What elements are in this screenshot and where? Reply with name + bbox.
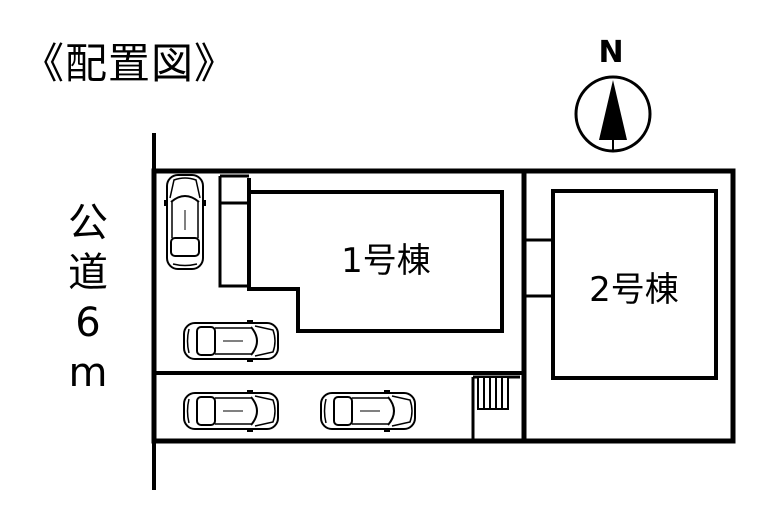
car-icon-2: [183, 389, 279, 433]
road-label-char-3: 6: [75, 300, 101, 346]
building-1-label: 1号棟: [341, 241, 431, 281]
building-2-label: 2号棟: [589, 270, 679, 310]
car-icon-vertical: [163, 174, 207, 270]
north-label: N: [598, 35, 623, 70]
entry-stairs: [477, 376, 509, 410]
north-compass-icon: [574, 75, 652, 153]
building-1-footprint: [247, 178, 504, 333]
building-1-annex: [218, 174, 249, 288]
lot-2-boundary: [521, 168, 736, 444]
building-2-footprint: [551, 189, 718, 380]
road-label: 公 道 6 m: [58, 198, 118, 398]
car-icon-1: [183, 319, 279, 363]
car-icon-3: [320, 389, 416, 433]
road-label-char-1: 公: [68, 200, 108, 246]
page-title: 《配置図》: [22, 39, 238, 88]
road-label-char-4: m: [68, 350, 108, 396]
road-label-char-2: 道: [68, 250, 108, 296]
